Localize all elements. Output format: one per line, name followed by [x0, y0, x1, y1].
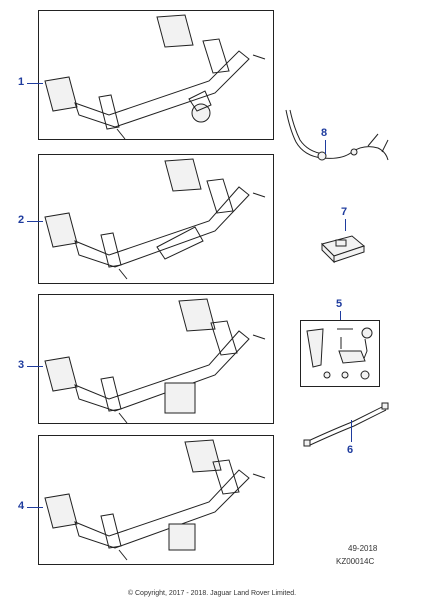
callout-5-leader — [340, 311, 341, 320]
towbar-drawing-1 — [44, 14, 266, 140]
callout-8-leader — [325, 140, 326, 154]
control-module-drawing — [321, 235, 366, 264]
copyright-footer: © Copyright, 2017 - 2018. Jaguar Land Ro… — [127, 590, 297, 597]
callout-7: 7 — [341, 206, 348, 218]
callout-4: 4 — [18, 500, 25, 512]
callout-6: 6 — [347, 444, 354, 456]
callout-6-leader — [351, 420, 352, 442]
towbar-panel-3 — [38, 294, 274, 424]
callout-2: 2 — [18, 214, 25, 226]
callout-1-leader — [27, 83, 43, 84]
callout-3: 3 — [18, 359, 25, 371]
towbar-drawing-4 — [44, 439, 266, 561]
towbar-drawing-3 — [44, 298, 266, 424]
reference-date: 49-2018 — [348, 544, 378, 553]
callout-1: 1 — [18, 76, 25, 88]
towbar-panel-1 — [38, 10, 274, 140]
towbar-drawing-2 — [44, 158, 266, 280]
wiring-harness-drawing — [285, 109, 389, 161]
cable-drawing — [303, 402, 389, 447]
towbar-panel-2 — [38, 154, 274, 284]
callout-7-leader — [345, 219, 346, 231]
callout-2-leader — [27, 221, 43, 222]
towbar-panel-4 — [38, 435, 274, 565]
accessory-kit-drawing — [306, 327, 373, 380]
callout-5: 5 — [336, 298, 343, 310]
callout-3-leader — [27, 366, 43, 367]
accessory-kit-box — [300, 320, 380, 387]
callout-4-leader — [27, 507, 43, 508]
callout-8: 8 — [321, 127, 328, 139]
reference-code: KZ00014C — [336, 557, 375, 566]
